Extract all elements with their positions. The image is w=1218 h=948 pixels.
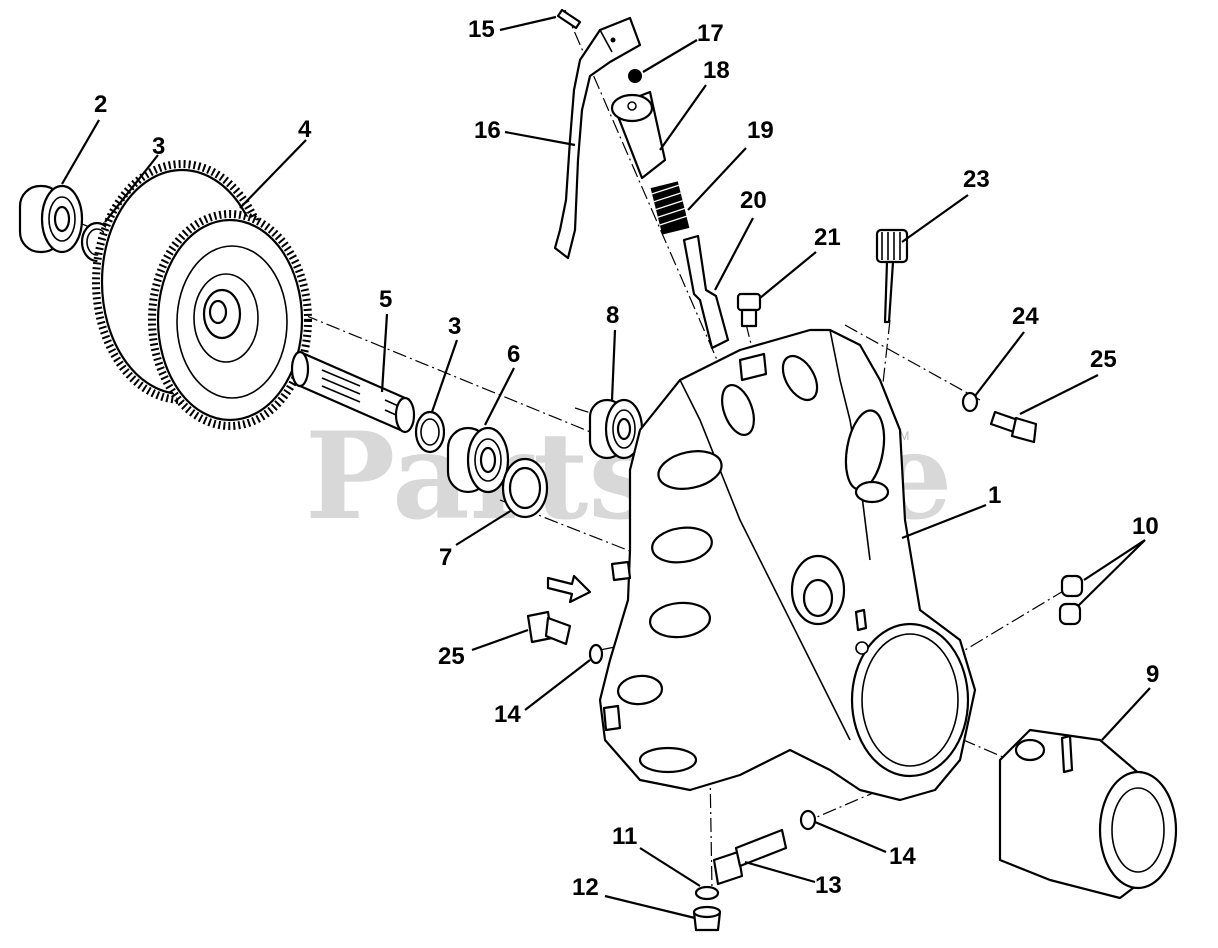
callout-15: 15 [468, 16, 495, 43]
callout-5: 5 [379, 286, 392, 313]
part-25-bolt [989, 410, 1038, 444]
callout-10: 10 [1132, 513, 1159, 540]
callout-7: 7 [439, 544, 452, 571]
callout-18: 18 [703, 57, 730, 84]
part-10-caps [1058, 574, 1084, 626]
callout-19: 19 [747, 117, 774, 144]
callout-17: 17 [697, 20, 724, 47]
part-25-bolt-2 [526, 610, 572, 646]
callout-6: 6 [507, 341, 520, 368]
callout-14-second: 14 [889, 843, 916, 870]
callout-20: 20 [740, 187, 767, 214]
part-21-plug [736, 292, 762, 328]
part-1-housing [598, 328, 977, 802]
part-23-dipstick [875, 228, 909, 324]
callout-3-second: 3 [448, 313, 461, 340]
callout-2: 2 [94, 91, 107, 118]
direction-arrow-icon [546, 574, 592, 604]
callout-9: 9 [1146, 661, 1159, 688]
callout-21: 21 [814, 224, 841, 251]
callout-24: 24 [1012, 303, 1039, 330]
part-19-spring [650, 181, 690, 235]
callout-25: 25 [1090, 346, 1117, 373]
part-12-plug [692, 905, 722, 932]
part-16-lever [553, 16, 642, 260]
callout-14: 14 [494, 701, 521, 728]
callout-1: 1 [988, 482, 1001, 509]
part-24-washer [961, 391, 979, 413]
part-4-gear [92, 160, 312, 430]
callout-4: 4 [298, 116, 312, 143]
callout-12: 12 [572, 874, 599, 901]
leader-lines [61, 15, 1151, 920]
part-2-bearing [18, 184, 84, 254]
callout-3: 3 [152, 133, 165, 160]
callout-labels: 15 17 18 16 19 20 21 23 24 25 2 3 4 5 3 … [94, 16, 1159, 901]
part-14-washer-2 [799, 809, 817, 831]
part-18-knob [610, 90, 667, 180]
part-17-nut [628, 69, 642, 83]
part-14-washer [588, 643, 604, 665]
callout-25-second: 25 [438, 643, 465, 670]
part-7-seal [501, 457, 549, 519]
callout-11: 11 [612, 823, 637, 850]
part-6-bearing [446, 426, 510, 494]
part-9-sleeve [998, 728, 1178, 900]
callout-23: 23 [963, 166, 990, 193]
callout-13: 13 [815, 872, 842, 899]
part-20-plunger [682, 234, 730, 350]
callout-16: 16 [474, 117, 501, 144]
part-3-washer-2 [414, 410, 446, 454]
part-15-pin [556, 8, 582, 30]
part-5-shaft [290, 350, 416, 434]
part-13-bolt [712, 828, 788, 886]
callout-8: 8 [606, 302, 619, 329]
part-8-bearing [588, 398, 644, 460]
part-11-oring [694, 885, 720, 901]
